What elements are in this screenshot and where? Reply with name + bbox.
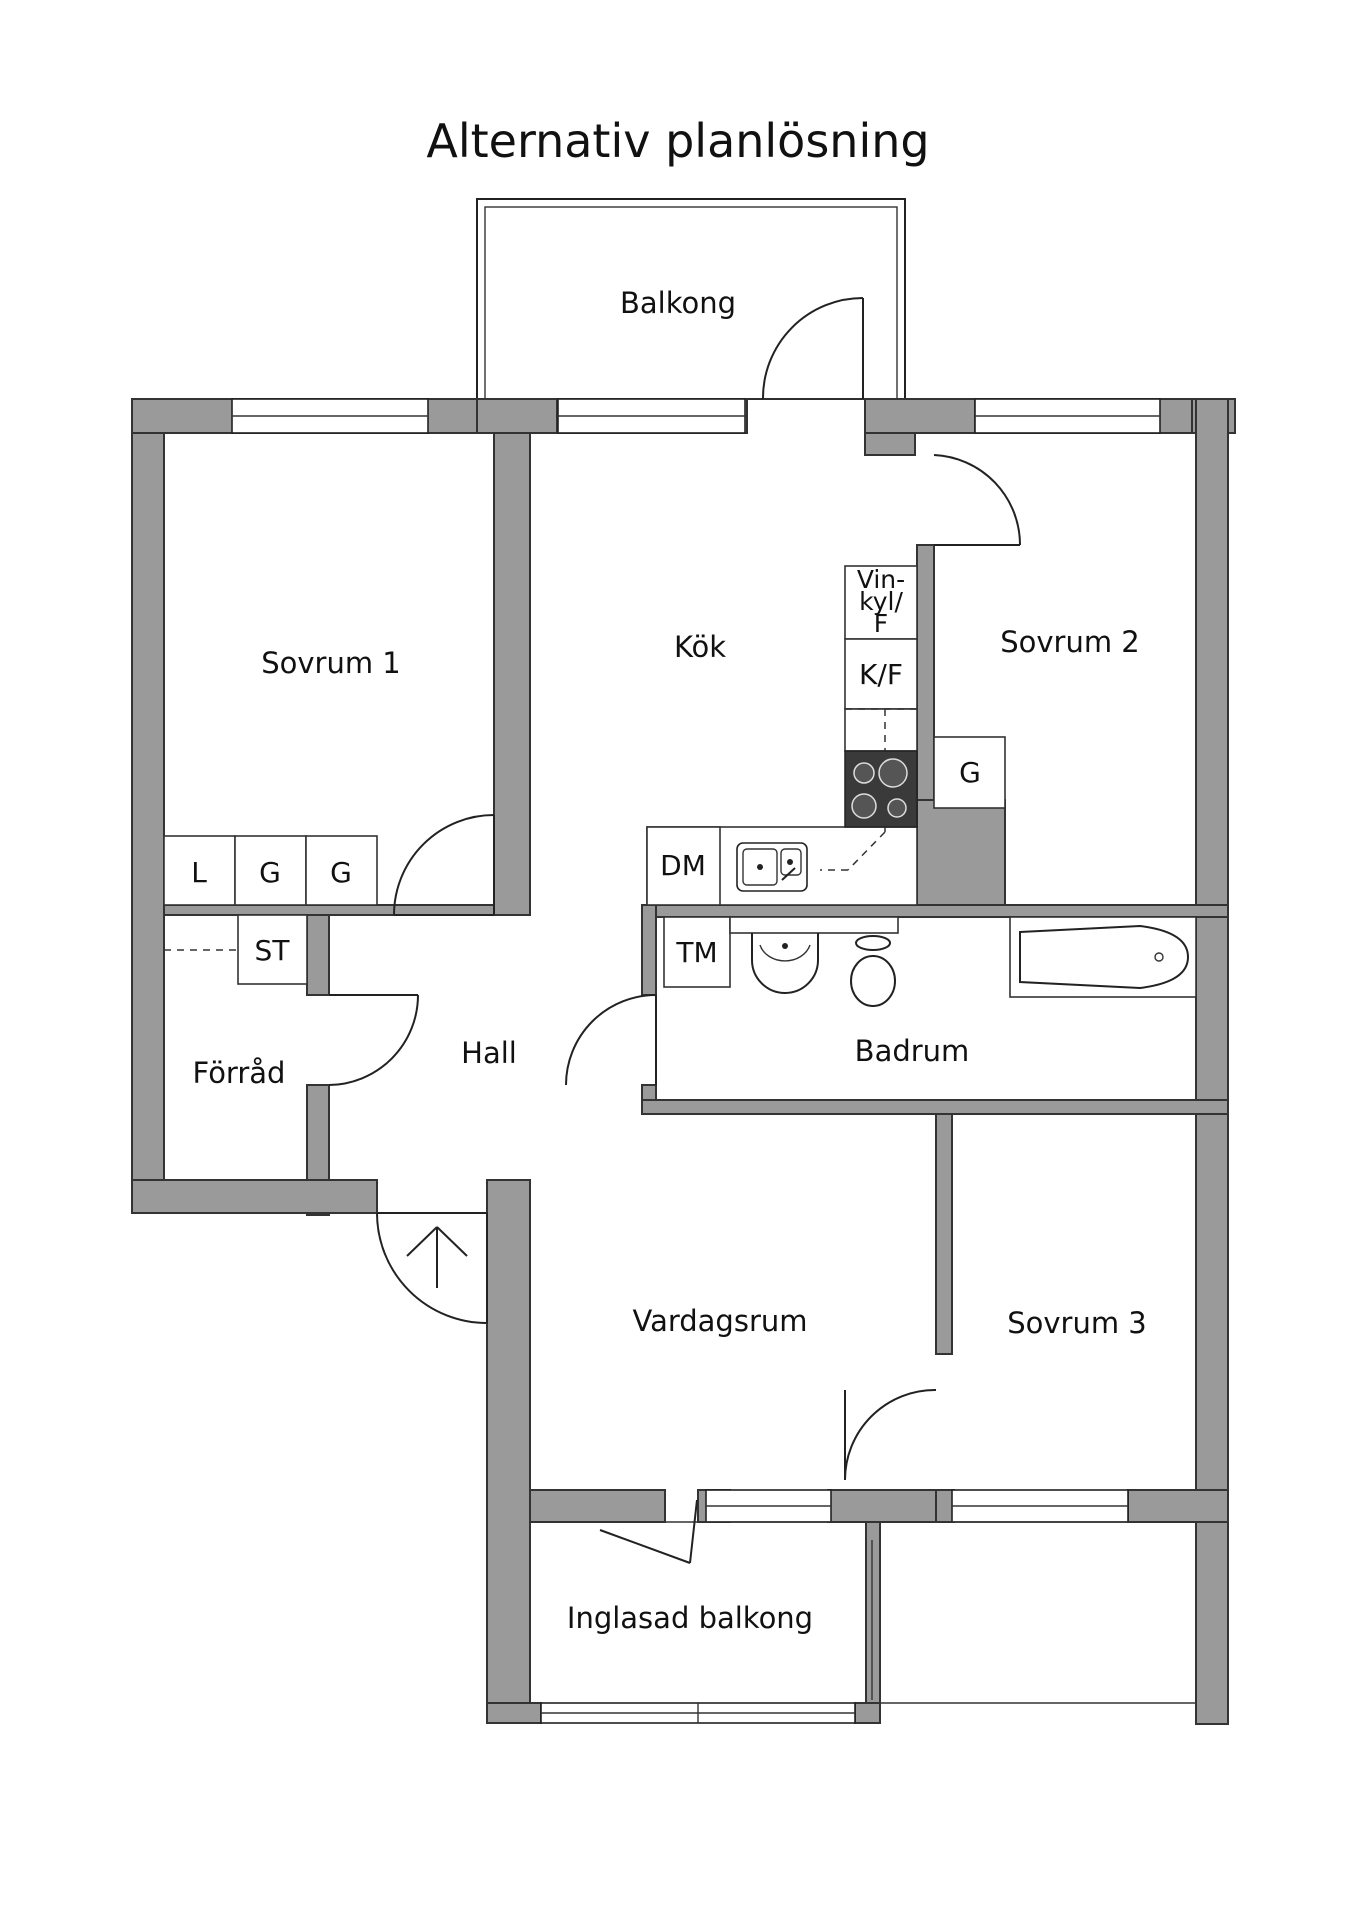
room-label-inglasad-balkong: Inglasad balkong [567, 1601, 813, 1635]
st-label: ST [255, 934, 291, 967]
room-label-vardagsrum: Vardagsrum [632, 1304, 807, 1338]
stove-icon [844, 750, 918, 828]
kf-label: K/F [859, 658, 903, 691]
bathroom-fixtures [663, 916, 1197, 1007]
wardrobe-label-l: L [191, 856, 207, 889]
vinkyl-label-line2: kyl/ [859, 587, 903, 616]
glazed-balcony-lines [530, 1521, 1196, 1704]
wardrobes-sovrum1 [163, 835, 378, 906]
dm-label: DM [660, 849, 706, 882]
kitchen-fixtures [646, 565, 918, 906]
room-label-sovrum1: Sovrum 1 [261, 646, 401, 680]
room-label-sovrum3: Sovrum 3 [1007, 1306, 1147, 1340]
wardrobe-label-g1: G [259, 856, 281, 889]
room-label-badrum: Badrum [855, 1034, 970, 1068]
st-box [237, 914, 308, 985]
sovrum2-wardrobe-label: G [959, 756, 981, 789]
vinkyl-label-line3: F [874, 609, 888, 638]
vinkyl-label-line1: Vin- [857, 565, 905, 594]
entrance-arrow-icon [406, 1226, 468, 1288]
sink-icon [736, 842, 808, 892]
room-label-balkong: Balkong [620, 286, 736, 320]
doors [328, 297, 1022, 1564]
room-label-kok: Kök [674, 630, 726, 664]
tm-label: TM [675, 936, 717, 969]
wardrobe-label-g2: G [330, 856, 352, 889]
windows [231, 398, 1161, 1724]
sovrum2-wardrobe [933, 736, 1006, 809]
room-label-sovrum2: Sovrum 2 [1000, 625, 1140, 659]
room-label-hall: Hall [461, 1036, 517, 1070]
plan-title: Alternativ planlösning [426, 114, 929, 168]
room-label-forrad: Förråd [193, 1056, 286, 1090]
walls [131, 398, 1236, 1725]
